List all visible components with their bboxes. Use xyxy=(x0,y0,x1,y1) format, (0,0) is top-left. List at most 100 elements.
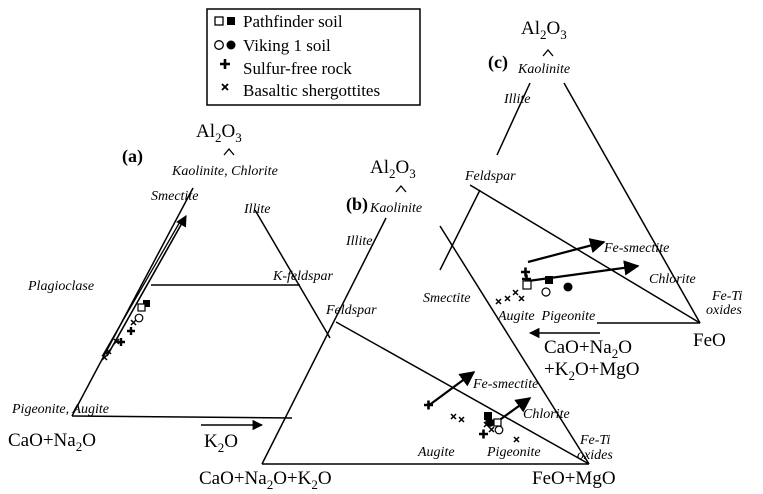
open-square-icon xyxy=(137,303,146,312)
plus-icon xyxy=(479,429,488,439)
panel-c-feldspar-join xyxy=(469,184,701,324)
panel-b-right-side xyxy=(439,225,590,465)
legend-label-rock: Sulfur-free rock xyxy=(243,59,352,78)
panel-b-chlorite: Chlorite xyxy=(523,407,570,422)
panel-c-axis-label-1: CaO+Na2O xyxy=(544,337,632,361)
filled-square-icon xyxy=(545,276,553,284)
panel-b-apex-label: Al2O3 xyxy=(370,157,416,181)
open-square-icon xyxy=(214,16,224,26)
cross-icon xyxy=(518,295,525,302)
panel-c-right-side xyxy=(563,82,701,324)
cross-icon xyxy=(495,298,502,305)
panel-c-fe-ti-1: Fe-Ti xyxy=(711,289,742,304)
panel-c-feldspar: Feldspar xyxy=(464,169,516,184)
filled-square-icon xyxy=(484,412,492,420)
panel-c-augite-pigeonite: Augite Pigeonite xyxy=(497,309,595,324)
panel-b-points xyxy=(424,400,520,443)
filled-square-icon xyxy=(227,17,235,25)
cross-icon xyxy=(450,413,457,420)
panel-b-illite: Illite xyxy=(345,234,372,249)
cross-icon xyxy=(113,338,120,345)
panel-a-pigeonite-augite: Pigeonite, Augite xyxy=(11,402,109,417)
panel-a-k-feldspar: K-feldspar xyxy=(272,269,333,284)
panel-a-illite: Illite xyxy=(243,202,270,217)
panel-a: (a) Al2O3 Kaolinite, Chlorite Smectite I… xyxy=(8,121,333,455)
legend-item-viking: Viking 1 soil xyxy=(214,36,331,55)
legend-label-shergottites: Basaltic shergottites xyxy=(243,81,380,100)
open-circle-icon xyxy=(494,425,504,435)
cross-icon xyxy=(513,436,520,443)
cross-icon xyxy=(101,354,108,361)
panel-c-points xyxy=(495,267,573,305)
panel-a-points xyxy=(101,300,150,361)
panel-b-tag: (b) xyxy=(346,194,368,215)
filled-square-icon xyxy=(143,300,150,307)
legend-item-rock: Sulfur-free rock xyxy=(220,59,352,78)
filled-circle-icon xyxy=(226,40,236,50)
open-square-icon xyxy=(522,280,532,290)
panel-c-rock-arrow xyxy=(527,238,606,264)
cross-icon xyxy=(504,295,511,302)
plus-icon xyxy=(220,59,230,69)
cross-icon xyxy=(458,416,465,423)
panel-c-fe-ti-2: oxides xyxy=(706,303,742,318)
panel-a-k2o-label: K2O xyxy=(204,431,238,455)
panel-c: (c) Al2O3 Kaolinite Illite Feldspar Smec… xyxy=(423,18,742,383)
panel-c-kaolinite: Kaolinite xyxy=(517,62,570,77)
open-square-icon xyxy=(493,418,502,427)
panel-b-rock-arrow xyxy=(427,371,476,407)
cross-icon xyxy=(483,421,490,428)
filled-circle-icon xyxy=(485,418,496,427)
panel-c-apex-label: Al2O3 xyxy=(521,18,567,42)
plus-icon xyxy=(424,400,433,410)
legend-label-viking: Viking 1 soil xyxy=(243,36,331,55)
panel-b-bottom-left-vertex: CaO+Na2O+K2O xyxy=(199,468,332,492)
panel-c-soil-arrow xyxy=(527,260,640,283)
legend: Pathfinder soil Viking 1 soil Sulfur-fre… xyxy=(206,8,421,106)
panel-c-tag: (c) xyxy=(488,52,508,73)
cross-icon xyxy=(221,83,229,91)
panel-a-apex-label: Al2O3 xyxy=(196,121,242,145)
panel-b-fe-ti-2: oxides xyxy=(577,448,613,463)
plus-icon xyxy=(127,327,135,335)
cross-icon xyxy=(130,319,137,326)
panel-c-left-lower xyxy=(439,189,481,271)
panel-a-left-vertex: CaO+Na2O xyxy=(8,430,96,454)
panel-c-smectite: Smectite xyxy=(423,291,470,306)
open-circle-icon xyxy=(134,313,144,323)
plus-icon xyxy=(117,338,125,346)
panel-c-left-upper xyxy=(496,82,531,156)
cross-icon xyxy=(488,426,495,433)
panel-a-trend-arrow xyxy=(106,215,187,357)
panel-b-feldspar-join xyxy=(335,321,590,465)
open-circle-icon xyxy=(541,287,551,297)
filled-circle-icon xyxy=(563,282,573,292)
legend-label-pathfinder: Pathfinder soil xyxy=(243,12,343,31)
panel-a-apex-caret xyxy=(223,147,235,156)
panel-b-augite: Augite xyxy=(417,445,455,460)
panel-b-bottom-right-vertex: FeO+MgO xyxy=(532,468,616,489)
panel-a-left-side xyxy=(71,187,194,417)
panel-a-smectite: Smectite xyxy=(151,189,198,204)
panel-b-pigeonite: Pigeonite xyxy=(486,445,541,460)
panel-a-plagioclase: Plagioclase xyxy=(27,279,94,294)
panel-b-apex-caret xyxy=(395,184,407,193)
cross-icon xyxy=(512,289,519,296)
legend-box xyxy=(206,8,421,106)
panel-b-feldspar: Feldspar xyxy=(325,303,377,318)
panel-a-baseline xyxy=(71,415,293,419)
panel-c-apex-caret xyxy=(542,48,554,57)
panel-a-right-side xyxy=(254,209,331,339)
panel-c-chlorite: Chlorite xyxy=(649,272,696,287)
panel-b-left-side xyxy=(261,217,387,465)
panel-a-kaolinite-chlorite: Kaolinite, Chlorite xyxy=(171,164,278,179)
panel-b-fe-smectite: Fe-smectite xyxy=(472,377,538,392)
panel-b: (b) Al2O3 Kaolinite Illite Feldspar Fe-s… xyxy=(199,157,616,492)
open-circle-icon xyxy=(214,40,224,50)
panel-c-axis-label-2: +K2O+MgO xyxy=(544,359,640,383)
panel-a-trend-line xyxy=(102,219,182,356)
legend-item-shergottites: Basaltic shergottites xyxy=(221,81,380,100)
cross-icon xyxy=(105,348,112,355)
